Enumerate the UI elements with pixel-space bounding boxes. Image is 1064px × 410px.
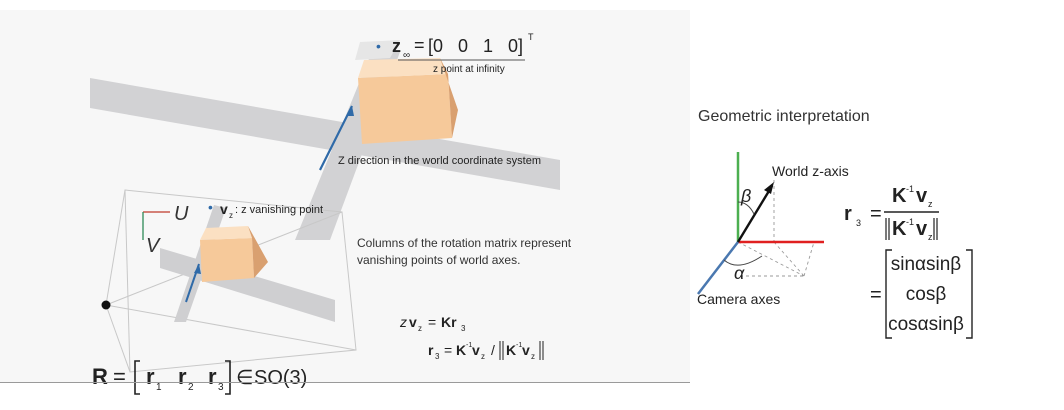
eq2-r: r xyxy=(428,342,434,358)
R-r1: r xyxy=(146,364,155,389)
zinf-lhs: z xyxy=(392,36,401,56)
vz-caption: : z vanishing point xyxy=(235,204,323,216)
slide-bottom-rule xyxy=(0,382,690,383)
alpha-arc xyxy=(723,255,763,266)
vz-label: v xyxy=(220,201,228,217)
lecture-slide: U V • z ∞ = [0 0 1 0] T z point at infin… xyxy=(0,32,690,395)
panel-num-K: K xyxy=(892,185,907,207)
R-s1: 1 xyxy=(156,382,162,393)
frustum-ray-4 xyxy=(105,304,131,373)
small-box-front xyxy=(200,238,254,282)
dashed-line-4 xyxy=(803,241,815,277)
R-bracket-left xyxy=(134,360,140,395)
v-axis-label: V xyxy=(146,235,161,257)
camera-z-axis xyxy=(697,241,739,295)
eq1-vsub: z xyxy=(418,324,422,333)
R-s2: 2 xyxy=(188,382,194,393)
u-axis-label: U xyxy=(174,203,189,225)
frustum-ray-3 xyxy=(105,304,357,351)
eq2-inv: -1 xyxy=(466,342,472,349)
box-top xyxy=(358,58,448,78)
matrix-bracket-left xyxy=(885,249,892,339)
zinf-bullet: • xyxy=(376,38,381,54)
small-box-top xyxy=(200,226,252,240)
matrix-bracket-right xyxy=(966,249,973,339)
panel-num-v: v xyxy=(916,185,928,207)
eq2-norm-K: K xyxy=(506,342,516,358)
eq1-z: z xyxy=(399,314,407,330)
eq2-slash: / xyxy=(491,342,495,358)
panel-num-vsub: z xyxy=(928,199,933,209)
zinf-caption: z point at infinity xyxy=(433,64,505,75)
r3-arrowhead xyxy=(764,182,774,194)
columns-text-line2: vanishing points of world axes. xyxy=(357,253,520,267)
beta-label: β xyxy=(740,186,751,206)
projected-z-arrowhead xyxy=(194,264,201,274)
alpha-label: α xyxy=(734,263,745,283)
camera-axes-label: Camera axes xyxy=(697,291,780,307)
zinf-sub: ∞ xyxy=(403,50,410,61)
R-group: SO(3) xyxy=(254,367,307,389)
eq1-rsub: 3 xyxy=(461,324,466,333)
R-eq: = xyxy=(113,364,126,389)
eq2-vsub: z xyxy=(481,352,485,361)
panel-title: Geometric interpretation xyxy=(698,108,870,125)
matrix-row-2: cosβ xyxy=(906,284,947,305)
frustum-ray-1 xyxy=(105,189,126,306)
world-axis-label: World z-axis xyxy=(772,163,849,179)
R-s3: 3 xyxy=(218,382,224,393)
eq1-rhs: Kr xyxy=(441,314,457,330)
eq1-eq: = xyxy=(428,314,436,330)
panel-eq2: = xyxy=(870,284,882,306)
eq2-K: K xyxy=(456,342,466,358)
slide-illustration: U V • z ∞ = [0 0 1 0] T z point at infin… xyxy=(90,32,572,395)
eq2-norm-v: v xyxy=(522,342,530,358)
panel-den-vsub: z xyxy=(928,232,933,242)
z-direction-caption: Z direction in the world coordinate syst… xyxy=(338,155,541,167)
box-front xyxy=(358,74,452,144)
dashed-line-5 xyxy=(737,241,805,277)
eq2-eq: = xyxy=(444,342,452,358)
zinf-vector: [0 0 1 0] xyxy=(428,36,523,56)
R-r3: r xyxy=(208,364,217,389)
panel-r3-sub: 3 xyxy=(856,218,861,228)
eq2-v: v xyxy=(472,342,480,358)
geometric-interpretation-diagram: World z-axis β α Camera axes r 3 = K -1 … xyxy=(697,152,973,339)
R-bracket-right xyxy=(225,360,231,395)
panel-num-inv: -1 xyxy=(906,184,914,194)
small-box-side xyxy=(248,226,268,278)
zinf-transpose: T xyxy=(528,32,534,42)
eq2-norm-vsub: z xyxy=(531,352,535,361)
columns-text-line1: Columns of the rotation matrix represent xyxy=(357,236,572,250)
camera-center-dot xyxy=(101,300,111,310)
R-in: ∈ xyxy=(236,367,253,389)
panel-eq1: = xyxy=(870,203,882,225)
beta-arc xyxy=(737,201,755,215)
R-r2: r xyxy=(178,364,187,389)
matrix-row-3: cosαsinβ xyxy=(888,314,964,335)
vz-bullet: • xyxy=(208,199,213,215)
vz-sub: z xyxy=(229,211,233,220)
z-direction-arrow xyxy=(319,105,353,171)
zinf-eq: = xyxy=(414,35,425,55)
panel-den-K: K xyxy=(892,218,907,240)
panel-r3: r xyxy=(844,203,852,225)
z-direction-arrowhead xyxy=(346,106,354,116)
box-side xyxy=(440,58,458,138)
eq2-norm-inv: -1 xyxy=(516,342,522,349)
panel-den-inv: -1 xyxy=(906,217,914,227)
eq2-rsub: 3 xyxy=(435,352,440,361)
eq1-v: v xyxy=(409,314,417,330)
dashed-line-1 xyxy=(773,241,805,277)
world-beam xyxy=(90,78,560,190)
z-direction-band-top xyxy=(355,40,400,60)
r3-arrow xyxy=(736,185,774,243)
R-lhs: R xyxy=(92,364,108,389)
panel-den-v: v xyxy=(916,218,928,240)
matrix-row-1: sinαsinβ xyxy=(891,254,962,275)
